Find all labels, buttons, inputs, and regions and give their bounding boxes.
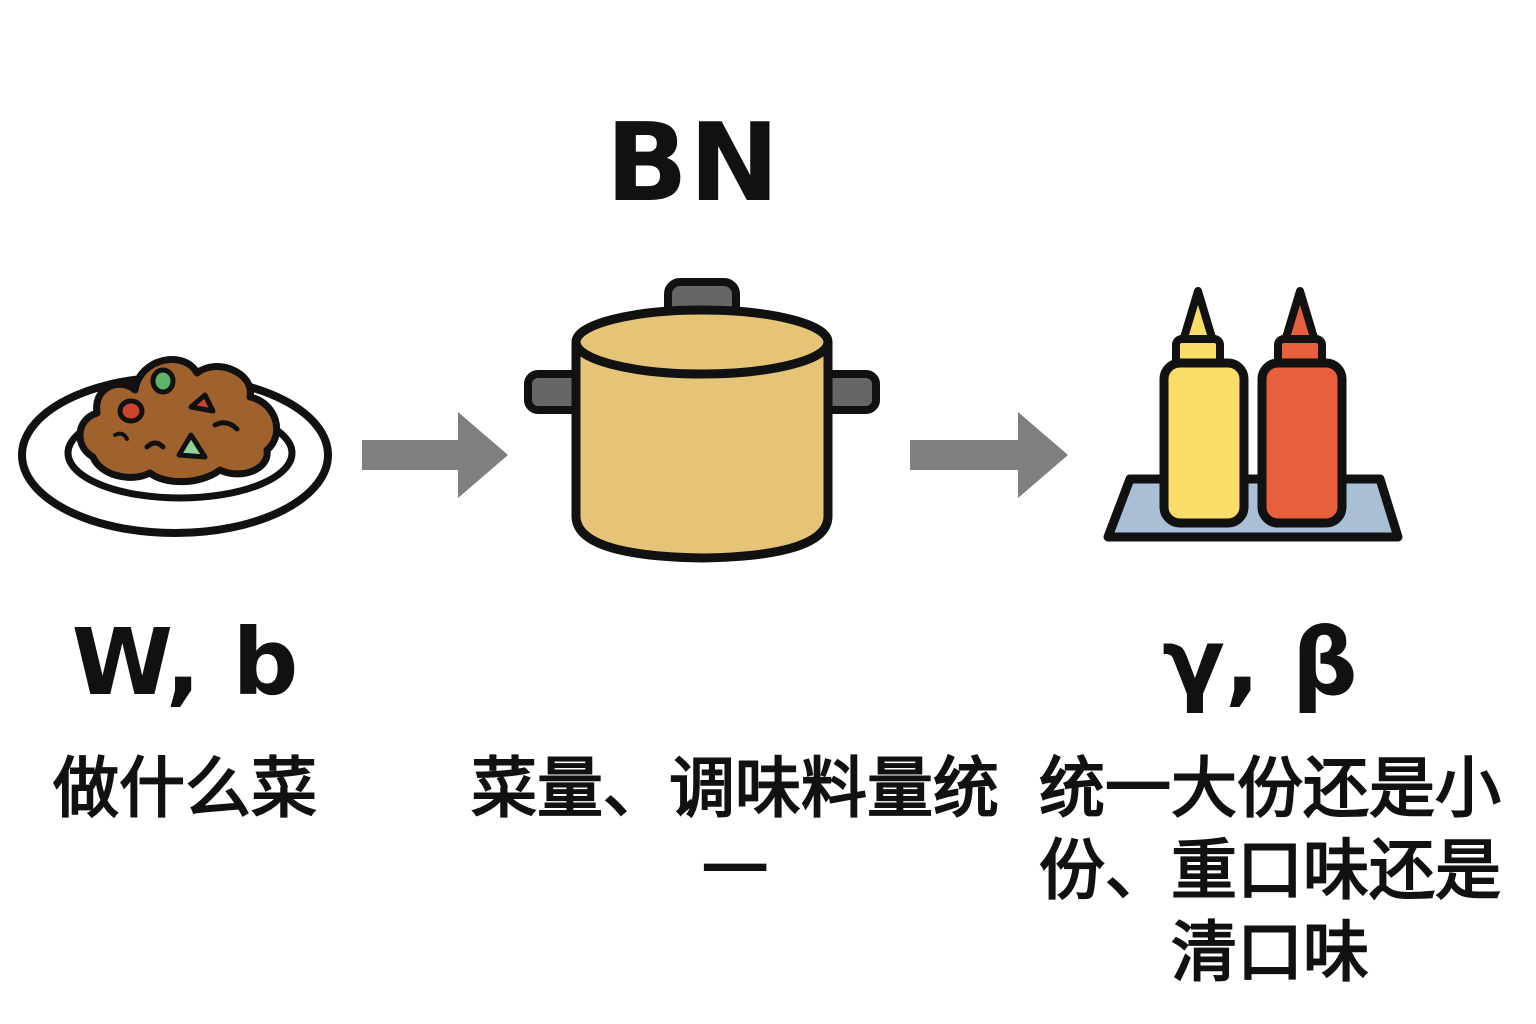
stage-description: 做什么菜	[53, 750, 317, 827]
stage-description: 统一大份还是小份、重口味还是清口味	[1039, 750, 1501, 991]
plate-of-food-icon	[18, 356, 332, 537]
param-label-weights: W, b	[71, 609, 299, 716]
diagram-title: BN	[605, 101, 781, 226]
stage-description: 菜量、调味料量统一	[471, 750, 999, 909]
cooking-pot-icon	[524, 278, 880, 563]
arrow-right-icon	[362, 412, 508, 498]
param-label-gamma-beta: γ, β	[1162, 609, 1358, 716]
arrow-right-icon	[910, 412, 1068, 498]
condiment-bottles-icon	[1103, 287, 1403, 542]
